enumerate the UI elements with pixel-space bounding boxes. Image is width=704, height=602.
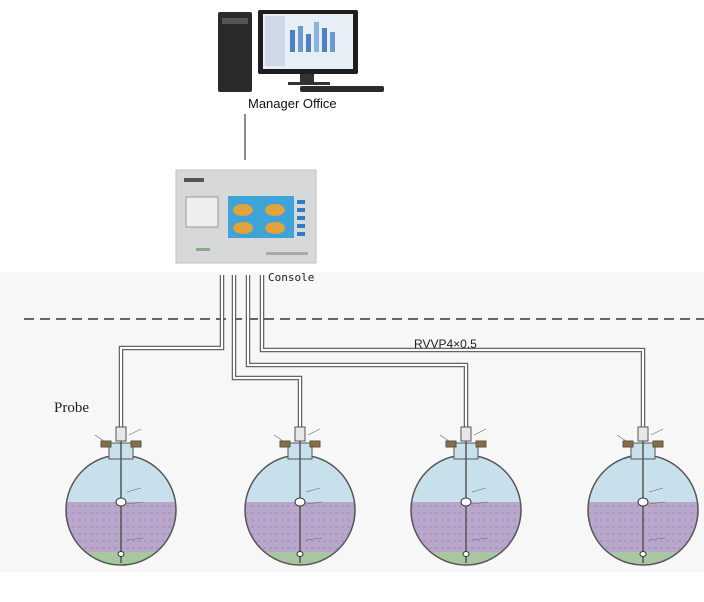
leader-line — [126, 537, 144, 541]
leader-line — [305, 487, 321, 493]
float-icon — [637, 497, 649, 507]
leader-line — [648, 537, 666, 541]
leader-line — [128, 428, 142, 436]
leader-line — [473, 428, 487, 436]
water-float-icon — [639, 551, 647, 557]
float-icon — [460, 497, 472, 507]
leader-line — [305, 537, 323, 541]
leader-line — [648, 501, 666, 505]
leader-line — [471, 537, 489, 541]
console-label: Console — [268, 271, 315, 284]
probe-head-icon — [115, 426, 127, 442]
computer-icon — [218, 10, 384, 92]
leader-line — [650, 428, 664, 436]
leader-line — [471, 501, 489, 505]
leader-line — [307, 428, 321, 436]
leader-line — [439, 434, 453, 444]
float-icon — [294, 497, 306, 507]
leader-line — [616, 434, 630, 444]
probe-head-icon — [637, 426, 649, 442]
console-icon — [175, 169, 317, 264]
manager-office-label: Manager Office — [248, 96, 337, 111]
probe-label: Probe — [54, 400, 89, 416]
water-float-icon — [296, 551, 304, 557]
leader-line — [471, 487, 487, 493]
leader-line — [126, 501, 144, 505]
probe-head-icon — [294, 426, 306, 442]
water-float-icon — [117, 551, 125, 557]
water-float-icon — [462, 551, 470, 557]
cable-bundle-inner — [120, 275, 644, 428]
leader-line — [273, 434, 287, 444]
float-icon — [115, 497, 127, 507]
cable-spec-label: RVVP4×0.5 — [414, 337, 477, 351]
leader-line — [305, 501, 323, 505]
leader-line — [648, 487, 664, 493]
leader-line — [94, 434, 108, 444]
probe-head-icon — [460, 426, 472, 442]
leader-line — [126, 487, 142, 493]
